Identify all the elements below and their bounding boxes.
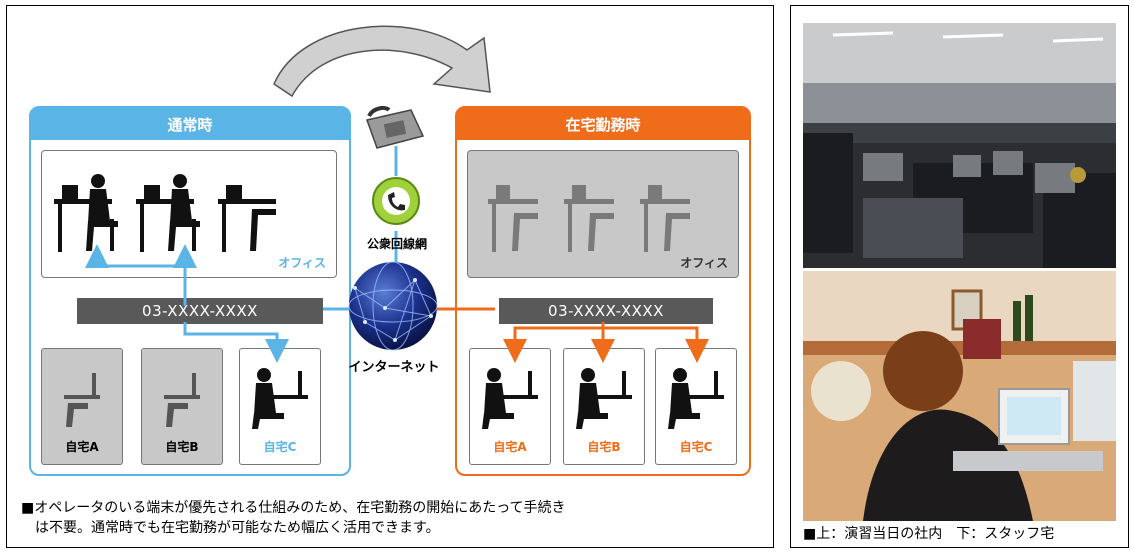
internet-globe-icon: [348, 261, 438, 351]
remote-home-c-label: 自宅C: [679, 440, 713, 454]
diagram-caption: ■オペレータのいる端末が優先される仕組みのため、在宅勤務の開始にあたって手続き …: [21, 498, 761, 538]
operators-icon: [54, 174, 276, 252]
diagram-panel: 通常時: [6, 5, 774, 548]
connection-lines: [85, 146, 709, 363]
empty-desk-icon: [164, 373, 200, 427]
empty-desk-icon: [64, 373, 100, 427]
photo-caption: ■上：演習当日の社内 下：スタッフ宅: [803, 526, 1055, 542]
normal-home-a-label: 自宅A: [65, 440, 99, 454]
internet-label: インターネット: [348, 360, 440, 375]
normal-home-c-label: 自宅C: [263, 440, 297, 454]
home-photo: [803, 271, 1116, 521]
remote-mode-box: 在宅勤務時 オフィス 03-XXXX-XXXX 自宅A: [455, 106, 751, 476]
remote-home-a: 自宅A: [469, 348, 551, 465]
remote-mode-title: 在宅勤務時: [457, 108, 749, 140]
normal-home-b-label: 自宅B: [165, 440, 199, 454]
public-network-label: 公衆回線網: [366, 237, 427, 251]
empty-office-desks-icon: [488, 185, 690, 252]
normal-phone-number: 03-XXXX-XXXX: [77, 298, 323, 324]
operator-at-home-icon: [252, 368, 308, 429]
remote-home-b-label: 自宅B: [587, 440, 621, 454]
operator-at-home-icon: [668, 368, 724, 429]
normal-mode-title: 通常時: [31, 108, 349, 140]
office-photo-image: [803, 23, 1116, 268]
office-photo: [803, 23, 1116, 268]
normal-home-b: 自宅B: [141, 348, 223, 465]
diagram-caption-line2: は不要。通常時でも在宅勤務が可能なため幅広く活用できます。: [35, 520, 440, 536]
remote-office-label: オフィス: [680, 256, 728, 270]
normal-office-label: オフィス: [278, 256, 326, 270]
public-network-icon: [372, 177, 420, 225]
remote-phone-number: 03-XXXX-XXXX: [499, 298, 713, 324]
telephone-icon: [366, 106, 425, 149]
photo-panel: ■上：演習当日の社内 下：スタッフ宅: [790, 5, 1129, 548]
home-photo-image: [803, 271, 1116, 521]
remote-home-a-label: 自宅A: [493, 440, 527, 454]
normal-home-a: 自宅A: [41, 348, 123, 465]
diagram-caption-line1: ■オペレータのいる端末が優先される仕組みのため、在宅勤務の開始にあたって手続き: [21, 500, 566, 516]
operator-at-home-icon: [482, 368, 538, 429]
remote-office: オフィス: [467, 150, 739, 278]
normal-home-c: 自宅C: [239, 348, 321, 465]
remote-home-b: 自宅B: [563, 348, 645, 465]
operator-at-home-icon: [576, 368, 632, 429]
curved-arrow-icon: [273, 25, 491, 98]
remote-home-c: 自宅C: [655, 348, 737, 465]
